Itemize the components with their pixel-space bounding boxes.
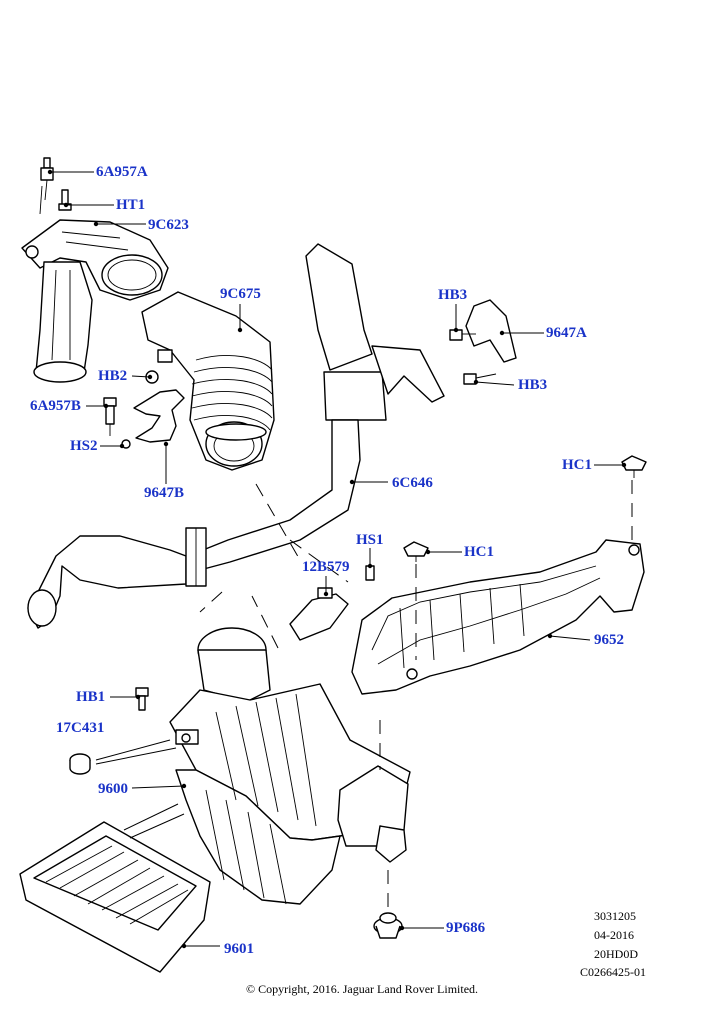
long-hose-6C646 [27, 243, 445, 629]
callout-6A957A: 6A957A [96, 164, 148, 180]
callout-9600: 9600 [98, 781, 128, 797]
callout-17C431: 17C431 [56, 720, 105, 736]
bracket-9647A [449, 299, 517, 385]
callout-HB2: HB2 [98, 368, 128, 384]
callout-9652: 9652 [594, 632, 624, 648]
callout-9C623: 9C623 [148, 217, 189, 233]
filter-9601 [19, 821, 211, 973]
callout-9647B: 9647B [144, 485, 185, 501]
callout-6A957B: 6A957B [30, 398, 81, 414]
callout-9C675: 9C675 [220, 286, 261, 302]
ref-model-code: 20HD0D [594, 947, 638, 961]
callout-9647A: 9647A [546, 325, 587, 341]
flex-hose-9C675 [141, 291, 275, 471]
clip-HC1-top [621, 455, 647, 478]
duct-9652 [351, 539, 645, 695]
ref-illustration-id: C0266425-01 [580, 965, 646, 979]
callout-9P686: 9P686 [446, 920, 486, 936]
intake-duct-9C623 [21, 219, 169, 383]
ref-number: 3031205 [594, 909, 636, 923]
leader-lines [47, 169, 627, 949]
callout-HB3-top: HB3 [438, 287, 468, 303]
callout-9601: 9601 [224, 941, 254, 957]
callout-HC1-mid: HC1 [464, 544, 494, 560]
bracket-9647B [103, 370, 185, 449]
grommet-9P686 [373, 912, 403, 939]
callout-6C646: 6C646 [392, 475, 433, 491]
ref-date: 04-2016 [594, 928, 634, 942]
callout-HT1: HT1 [116, 197, 146, 213]
bolt-HT1 [58, 189, 72, 211]
clip-HC1-mid [403, 541, 429, 562]
callout-HS1: HS1 [356, 532, 384, 548]
callout-HS2: HS2 [70, 438, 98, 454]
copyright-notice: © Copyright, 2016. Jaguar Land Rover Lim… [245, 982, 479, 996]
callout-HB3-bottom: HB3 [518, 377, 548, 393]
air-cleaner-9600 [169, 627, 411, 905]
assembly-lines [199, 480, 633, 910]
callout-12B579: 12B579 [302, 559, 350, 575]
callout-HC1-top: HC1 [562, 457, 592, 473]
bolt-HB1 [135, 687, 149, 711]
grommet-17C431 [69, 753, 91, 775]
callout-HB1: HB1 [76, 689, 106, 705]
sensor-6A957A [39, 157, 54, 215]
